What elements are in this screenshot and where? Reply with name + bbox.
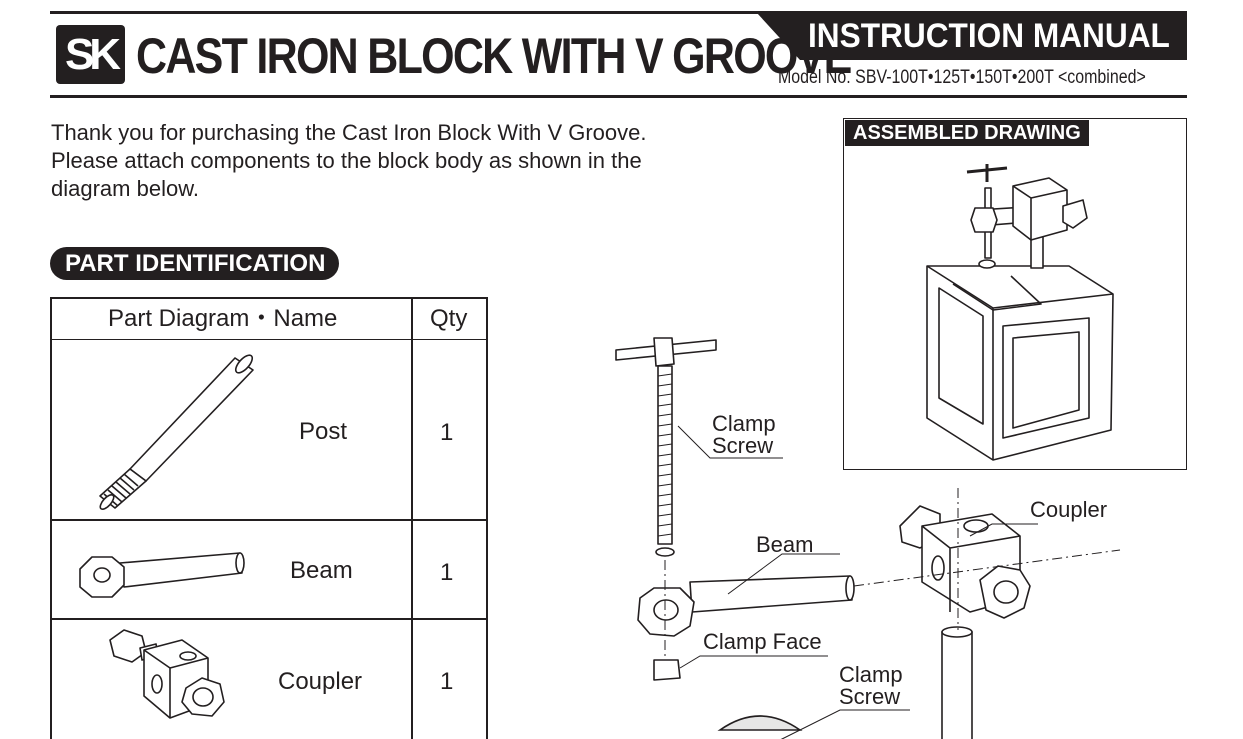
beam-icon [79, 552, 245, 598]
part-qty-post: 1 [440, 419, 454, 446]
page-title: CAST IRON BLOCK WITH V GROOVE [136, 28, 852, 84]
lower-block-fragment [717, 715, 803, 731]
callout-clamp-screw-bottom: Clamp Screw [839, 662, 903, 709]
part-name-post: Post [299, 418, 348, 445]
part-name-beam: Beam [290, 557, 353, 584]
section-heading-part-identification: PART IDENTIFICATION [50, 247, 340, 280]
column-header-name: Part Diagram・Name [108, 305, 338, 332]
callout-beam: Beam [756, 532, 814, 557]
callout-clamp-face: Clamp Face [703, 629, 822, 654]
callout-clamp-screw-top: Clamp Screw [712, 411, 776, 458]
column-header-qty: Qty [430, 305, 468, 332]
post-icon [99, 354, 254, 511]
assembled-drawing-label: ASSEMBLED DRAWING [845, 120, 1089, 146]
header-bottom-rule [50, 95, 1187, 98]
part-name-coupler: Coupler [278, 668, 363, 695]
assembled-drawing-box [843, 118, 1187, 470]
header-top-rule [50, 11, 1187, 14]
model-number: Model No. SBV-100T•125T•150T•200T <combi… [778, 67, 1146, 88]
callout-coupler: Coupler [1030, 497, 1108, 522]
part-qty-beam: 1 [440, 559, 454, 586]
part-qty-coupler: 1 [440, 668, 454, 695]
manual-label: INSTRUCTION MANUAL [808, 17, 1170, 55]
sk-logo: SK [56, 25, 125, 84]
coupler-icon [109, 629, 225, 719]
exploded-view-illustration [615, 337, 1121, 739]
assembled-drawing-illustration [926, 164, 1114, 461]
parts-table: Part Diagram・Name Qty Post 1 Beam 1 Coup… [50, 297, 488, 739]
manual-banner [757, 13, 1187, 60]
table-row-divider [52, 618, 486, 620]
table-row-divider [52, 519, 486, 521]
intro-text: Thank you for purchasing the Cast Iron B… [51, 120, 647, 201]
parts-table-header [52, 299, 486, 340]
